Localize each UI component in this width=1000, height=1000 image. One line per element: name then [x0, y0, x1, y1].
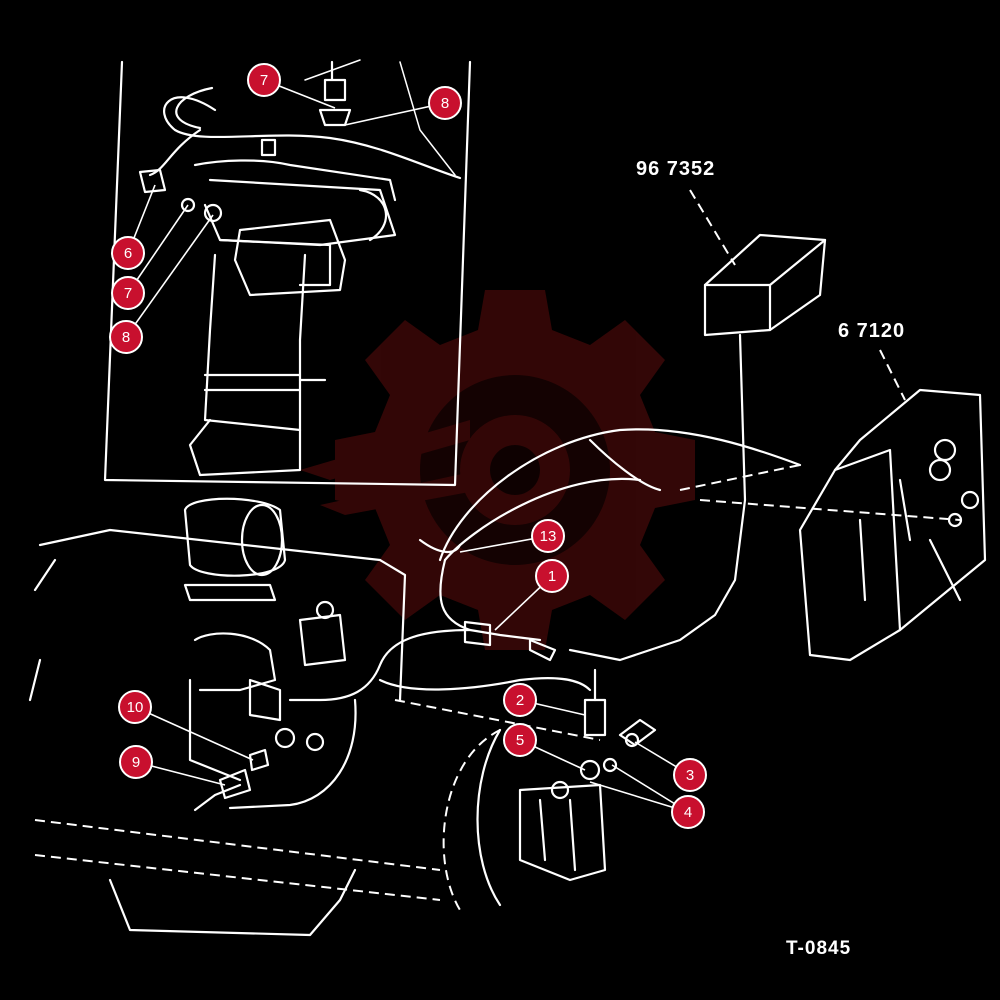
callout-8: 8 [109, 320, 143, 354]
callout-10: 10 [118, 690, 152, 724]
callout-2: 2 [503, 683, 537, 717]
flywheel-housing [442, 668, 657, 911]
engine-block [28, 497, 601, 937]
callout-1: 1 [535, 559, 569, 593]
controller-box [568, 189, 827, 662]
callout-4: 4 [671, 795, 705, 829]
callout-7-top: 7 [247, 63, 281, 97]
callout-9: 9 [119, 745, 153, 779]
figure-id: T-0845 [786, 938, 852, 959]
callout-3: 3 [673, 758, 707, 792]
part-number-controller: 96 7352 [636, 158, 716, 180]
watermark-gear-logo [300, 290, 695, 650]
wiring-harness [193, 428, 961, 812]
callout-8-top: 8 [428, 86, 462, 120]
callout-7: 7 [111, 276, 145, 310]
inset-detail [103, 59, 472, 487]
callout-6: 6 [111, 236, 145, 270]
callout-5: 5 [503, 723, 537, 757]
part-number-panel: 6 7120 [838, 320, 906, 342]
instrument-panel [798, 349, 987, 662]
callout-13: 13 [531, 519, 565, 553]
